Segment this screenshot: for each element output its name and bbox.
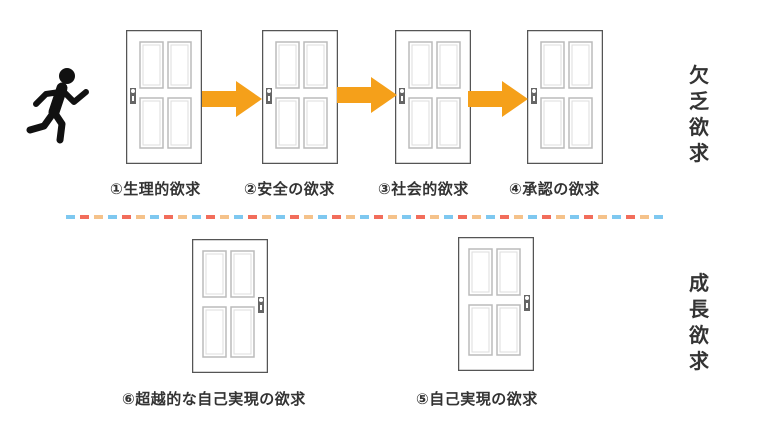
divider-dash [220, 215, 229, 219]
divider-dash [304, 215, 313, 219]
divider-dash [430, 215, 439, 219]
divider-dash [598, 215, 607, 219]
label-self-transcendence: ⑥超越的な自己実現の欲求 [122, 390, 306, 408]
divider-dash [346, 215, 355, 219]
divider-dash [374, 215, 383, 219]
divider-dash [486, 215, 495, 219]
divider-dash [388, 215, 397, 219]
divider-dash [150, 215, 159, 219]
divider-dash [318, 215, 327, 219]
divider-dash [234, 215, 243, 219]
divider-dash [458, 215, 467, 219]
divider-dash [472, 215, 481, 219]
divider-dash [178, 215, 187, 219]
divider-dash [402, 215, 411, 219]
divider-dash [360, 215, 369, 219]
divider-dash [584, 215, 593, 219]
door-safety [262, 30, 338, 164]
label-safety: ②安全の欲求 [244, 180, 335, 198]
divider-dash [276, 215, 285, 219]
divider-dash [80, 215, 89, 219]
divider-dash [570, 215, 579, 219]
divider-dash [248, 215, 257, 219]
growth-needs-label: 成 長 欲 求 [689, 271, 709, 373]
label-self-actualization: ⑤自己実現の欲求 [416, 390, 538, 408]
dashed-divider [66, 215, 663, 219]
divider-dash [528, 215, 537, 219]
divider-dash [500, 215, 509, 219]
arrow-right-icon [337, 77, 397, 113]
label-physiological: ①生理的欲求 [110, 180, 201, 198]
divider-dash [164, 215, 173, 219]
door-self-actualization [458, 237, 534, 371]
divider-dash [122, 215, 131, 219]
divider-dash [626, 215, 635, 219]
divider-dash [654, 215, 663, 219]
running-person-icon [26, 68, 89, 144]
divider-dash [612, 215, 621, 219]
divider-dash [206, 215, 215, 219]
divider-dash [66, 215, 75, 219]
divider-dash [332, 215, 341, 219]
door-esteem [527, 30, 603, 164]
divider-dash [136, 215, 145, 219]
arrow-right-icon [468, 81, 528, 117]
divider-dash [444, 215, 453, 219]
divider-dash [94, 215, 103, 219]
divider-dash [262, 215, 271, 219]
door-self-transcendence [192, 239, 268, 373]
label-social: ③社会的欲求 [378, 180, 469, 198]
divider-dash [556, 215, 565, 219]
deficiency-needs-label: 欠 乏 欲 求 [689, 63, 709, 165]
divider-dash [542, 215, 551, 219]
divider-dash [640, 215, 649, 219]
door-physiological [126, 30, 202, 164]
divider-dash [192, 215, 201, 219]
label-esteem: ④承認の欲求 [509, 180, 600, 198]
door-social [395, 30, 471, 164]
divider-dash [290, 215, 299, 219]
divider-dash [108, 215, 117, 219]
divider-dash [514, 215, 523, 219]
divider-dash [416, 215, 425, 219]
arrow-right-icon [202, 81, 262, 117]
